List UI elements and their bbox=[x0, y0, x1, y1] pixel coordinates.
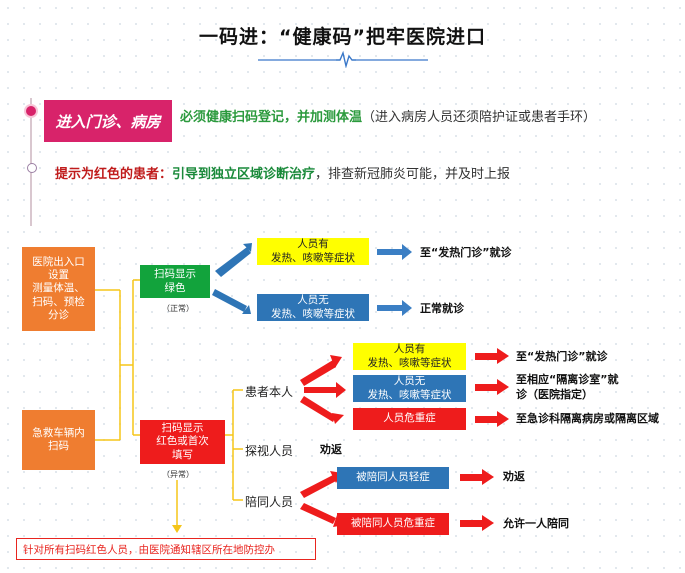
green-symptom-no-result: 正常就诊 bbox=[420, 302, 464, 315]
box-text: 被陪同人员危重症 bbox=[351, 517, 435, 530]
patient-symptom-yes-box: 人员有 发热、咳嗽等症状 bbox=[353, 343, 466, 370]
scan-green-box: 扫码显示 绿色 bbox=[140, 265, 210, 298]
box-text: 人员有 bbox=[393, 343, 426, 356]
box-text: 发热、咳嗽等症状 bbox=[271, 307, 355, 320]
box-text: 发热、咳嗽等症状 bbox=[367, 356, 452, 369]
box-text: 分诊 bbox=[48, 308, 69, 321]
box-text: 扫码、预检 bbox=[32, 295, 85, 308]
box-text: 医院出入口 bbox=[32, 256, 85, 269]
timeline-dot bbox=[27, 163, 37, 173]
escort-mild-box: 被陪同人员轻症 bbox=[337, 467, 449, 489]
box-text: 扫码显示 bbox=[154, 268, 196, 281]
entry-rule-main: 必须健康扫码登记，并加测体温 bbox=[180, 110, 363, 125]
result-text: 诊（医院指定） bbox=[516, 387, 593, 401]
green-note: （正常） bbox=[162, 304, 194, 313]
patient-symptom-no-box: 人员无 发热、咳嗽等症状 bbox=[353, 375, 466, 402]
red-patient-action: 引导到独立区域诊断治疗 bbox=[172, 167, 316, 182]
page-title: 一码进：“健康码”把牢医院进口 bbox=[199, 26, 486, 48]
red-patient-rule: 提示为红色的患者：引导到独立区域诊断治疗，排查新冠肺炎可能，并及时上报 bbox=[55, 163, 510, 182]
box-text: 扫码 bbox=[48, 440, 69, 452]
pulse-divider-icon bbox=[258, 50, 428, 68]
escort-critical-box: 被陪同人员危重症 bbox=[337, 513, 449, 535]
timeline-dot bbox=[26, 106, 36, 116]
box-text: 人员危重症 bbox=[383, 412, 436, 425]
red-patient-lead: 提示为红色的患者： bbox=[55, 167, 173, 182]
result-text: 至相应“隔离诊室”就 bbox=[516, 373, 619, 386]
box-text: 人员无 bbox=[297, 294, 329, 307]
hospital-entrance-box: 医院出入口 设置 测量体温、 扫码、预检 分诊 bbox=[22, 247, 95, 331]
entry-tag: 进入门诊、病房 bbox=[44, 100, 172, 142]
patient-critical-result: 至急诊科隔离病房或隔离区域 bbox=[516, 412, 659, 425]
box-text: 测量体温、 bbox=[32, 282, 85, 295]
red-patient-rest: ，排查新冠肺炎可能，并及时上报 bbox=[315, 167, 511, 182]
footer-note: 针对所有扫码红色人员，由医院通知辖区所在地防控办 bbox=[16, 538, 316, 560]
box-text: 设置 bbox=[48, 269, 69, 282]
box-text: 被陪同人员轻症 bbox=[356, 471, 430, 484]
green-symptom-yes-box: 人员有 发热、咳嗽等症状 bbox=[257, 238, 369, 265]
escort-label: 陪同人员 bbox=[245, 495, 294, 509]
box-text: 绿色 bbox=[164, 281, 186, 294]
box-text: 填写 bbox=[172, 448, 193, 461]
box-text: 扫码显示 bbox=[161, 422, 204, 435]
ambulance-box: 急救车辆内 扫码 bbox=[22, 410, 95, 470]
box-text: 人员无 bbox=[393, 375, 426, 388]
patient-symptom-no-result: 至相应“隔离诊室”就 诊（医院指定） bbox=[516, 373, 618, 403]
box-text: 急救车辆内 bbox=[32, 426, 85, 439]
box-text: 发热、咳嗽等症状 bbox=[271, 251, 355, 264]
entry-rule: 必须健康扫码登记，并加测体温（进入病房人员还须陪护证或患者手环） bbox=[180, 106, 596, 125]
box-text: 红色或首次 bbox=[156, 435, 209, 448]
box-text: 人员有 bbox=[297, 238, 329, 251]
box-text: 发热、咳嗽等症状 bbox=[367, 388, 452, 401]
scan-red-box: 扫码显示 红色或首次 填写 bbox=[140, 420, 225, 464]
green-symptom-yes-result: 至“发热门诊”就诊 bbox=[420, 246, 512, 259]
red-note: （异常） bbox=[162, 470, 194, 479]
patient-critical-box: 人员危重症 bbox=[353, 408, 466, 430]
visitor-label: 探视人员 bbox=[245, 444, 294, 458]
green-symptom-no-box: 人员无 发热、咳嗽等症状 bbox=[257, 294, 369, 321]
escort-critical-result: 允许一人陪同 bbox=[503, 517, 569, 530]
entry-rule-note: （进入病房人员还须陪护证或患者手环） bbox=[362, 110, 597, 125]
patient-symptom-yes-result: 至“发热门诊”就诊 bbox=[516, 350, 608, 363]
escort-mild-result: 劝返 bbox=[503, 470, 525, 483]
visitor-result: 劝返 bbox=[320, 443, 342, 456]
timeline-line bbox=[30, 98, 32, 226]
patient-label: 患者本人 bbox=[245, 385, 294, 399]
